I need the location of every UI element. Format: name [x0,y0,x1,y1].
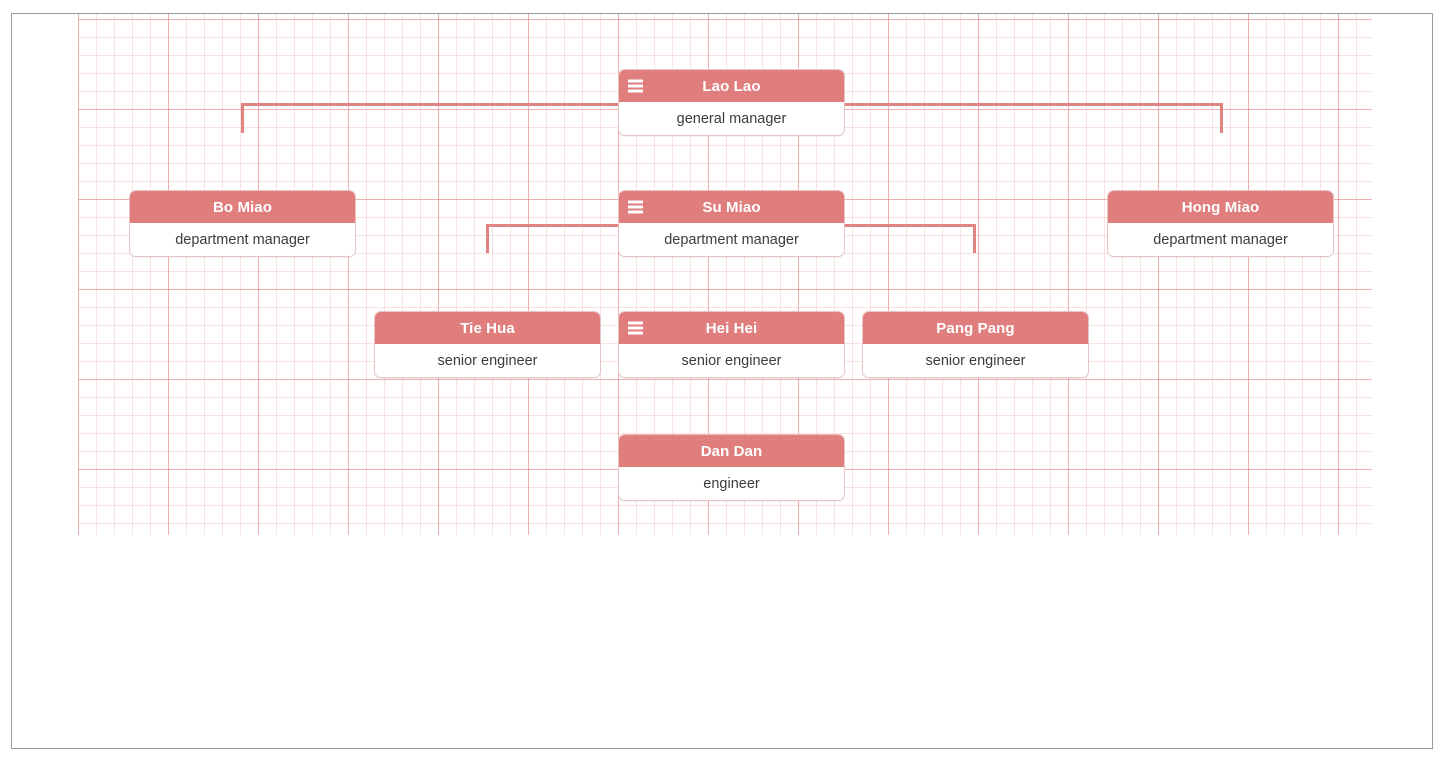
node-name: Tie Hua [460,319,515,337]
node-name: Hei Hei [705,319,758,337]
connector-to-bo-miao [241,103,244,133]
application-frame: Lao Lao general manager Bo Miao departme… [11,13,1433,749]
node-body: engineer [619,467,844,500]
connector-to-hong-miao [1220,103,1223,133]
orgchart-node-hong-miao[interactable]: Hong Miao department manager [1107,190,1334,257]
node-title: senior engineer [925,352,1026,369]
node-body: senior engineer [863,344,1088,377]
orgchart-node-pang-pang[interactable]: Pang Pang senior engineer [862,311,1089,378]
orgchart-node-hei-hei[interactable]: Hei Hei senior engineer [618,311,845,378]
node-title: department manager [1153,231,1288,248]
node-name: Hong Miao [1181,198,1260,216]
hamburger-icon[interactable] [628,200,643,214]
hamburger-icon[interactable] [628,79,643,93]
node-header: Tie Hua [375,312,600,344]
orgchart-node-lao-lao[interactable]: Lao Lao general manager [618,69,845,136]
node-body: department manager [619,223,844,256]
node-header: Bo Miao [130,191,355,223]
node-header: Dan Dan [619,435,844,467]
orgchart-node-su-miao[interactable]: Su Miao department manager [618,190,845,257]
node-header: Lao Lao [619,70,844,102]
orgchart-node-dan-dan[interactable]: Dan Dan engineer [618,434,845,501]
node-body: department manager [1108,223,1333,256]
connector-to-pang-pang [973,224,976,253]
orgchart-canvas[interactable]: Lao Lao general manager Bo Miao departme… [78,14,1372,535]
node-title: senior engineer [681,352,782,369]
node-header: Su Miao [619,191,844,223]
node-body: department manager [130,223,355,256]
node-body: senior engineer [619,344,844,377]
node-header: Pang Pang [863,312,1088,344]
orgchart-node-bo-miao[interactable]: Bo Miao department manager [129,190,356,257]
hamburger-icon[interactable] [628,321,643,335]
node-body: general manager [619,102,844,135]
node-title: engineer [703,475,760,492]
node-title: senior engineer [437,352,538,369]
node-header: Hong Miao [1108,191,1333,223]
node-body: senior engineer [375,344,600,377]
connector-to-tie-hua [486,224,489,253]
node-name: Su Miao [702,198,761,216]
node-name: Dan Dan [700,442,763,460]
node-name: Pang Pang [936,319,1015,337]
node-title: department manager [664,231,799,248]
node-header: Hei Hei [619,312,844,344]
node-title: department manager [175,231,310,248]
node-title: general manager [676,110,787,127]
node-name: Lao Lao [702,77,761,95]
orgchart-node-tie-hua[interactable]: Tie Hua senior engineer [374,311,601,378]
node-name: Bo Miao [212,198,273,216]
